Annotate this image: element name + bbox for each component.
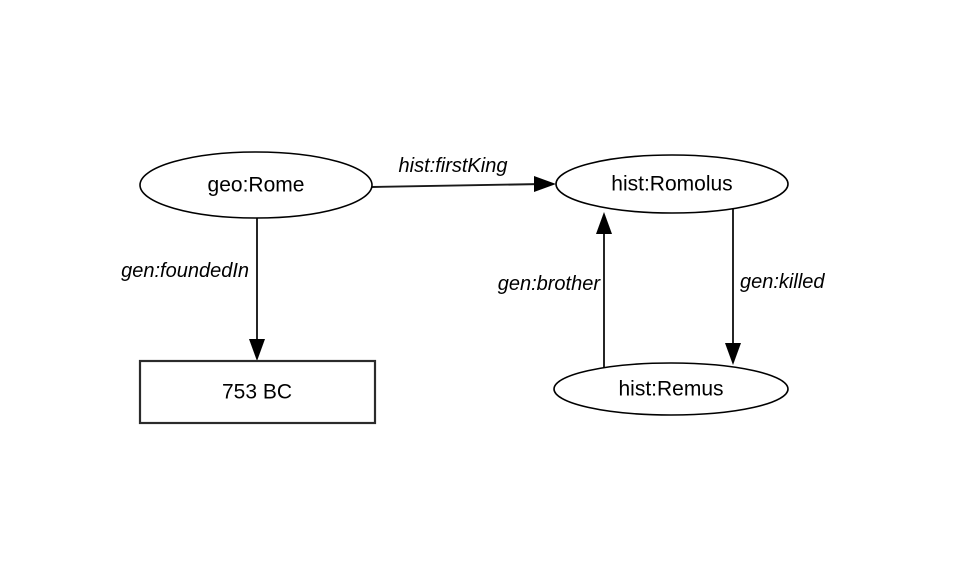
node-hist-remus[interactable]: hist:Remus <box>553 362 789 416</box>
node-literal-year[interactable]: 753 BC <box>138 359 377 425</box>
node-hist-romolus-ellipse <box>555 154 789 214</box>
node-hist-remus-label: hist:Remus <box>618 378 723 401</box>
edge-brother[interactable]: gen:brother <box>498 212 612 383</box>
edge-first-king-line <box>371 183 544 188</box>
edge-killed-arrowhead <box>725 343 741 365</box>
edge-first-king-arrowhead <box>534 176 556 192</box>
edge-founded-in-arrowhead <box>249 339 265 361</box>
node-literal-year-rect <box>138 359 377 425</box>
edge-brother-arrowhead <box>596 212 612 234</box>
edge-brother-label: gen:brother <box>498 273 602 295</box>
node-hist-romolus-label: hist:Romolus <box>611 173 732 196</box>
edge-founded-in-label: gen:foundedIn <box>121 260 249 282</box>
node-geo-rome-ellipse <box>139 151 373 219</box>
edge-first-king-label: hist:firstKing <box>399 155 508 177</box>
node-literal-year-label: 753 BC <box>222 381 292 404</box>
edge-killed-label: gen:killed <box>740 271 825 293</box>
node-geo-rome[interactable]: geo:Rome <box>139 151 373 219</box>
edge-founded-in[interactable]: gen:foundedIn <box>121 218 265 361</box>
edge-first-king[interactable]: hist:firstKing <box>371 155 556 192</box>
node-hist-romolus[interactable]: hist:Romolus <box>555 154 789 214</box>
edge-killed[interactable]: gen:killed <box>725 207 825 365</box>
node-geo-rome-label: geo:Rome <box>208 174 305 197</box>
node-hist-remus-ellipse <box>553 362 789 416</box>
